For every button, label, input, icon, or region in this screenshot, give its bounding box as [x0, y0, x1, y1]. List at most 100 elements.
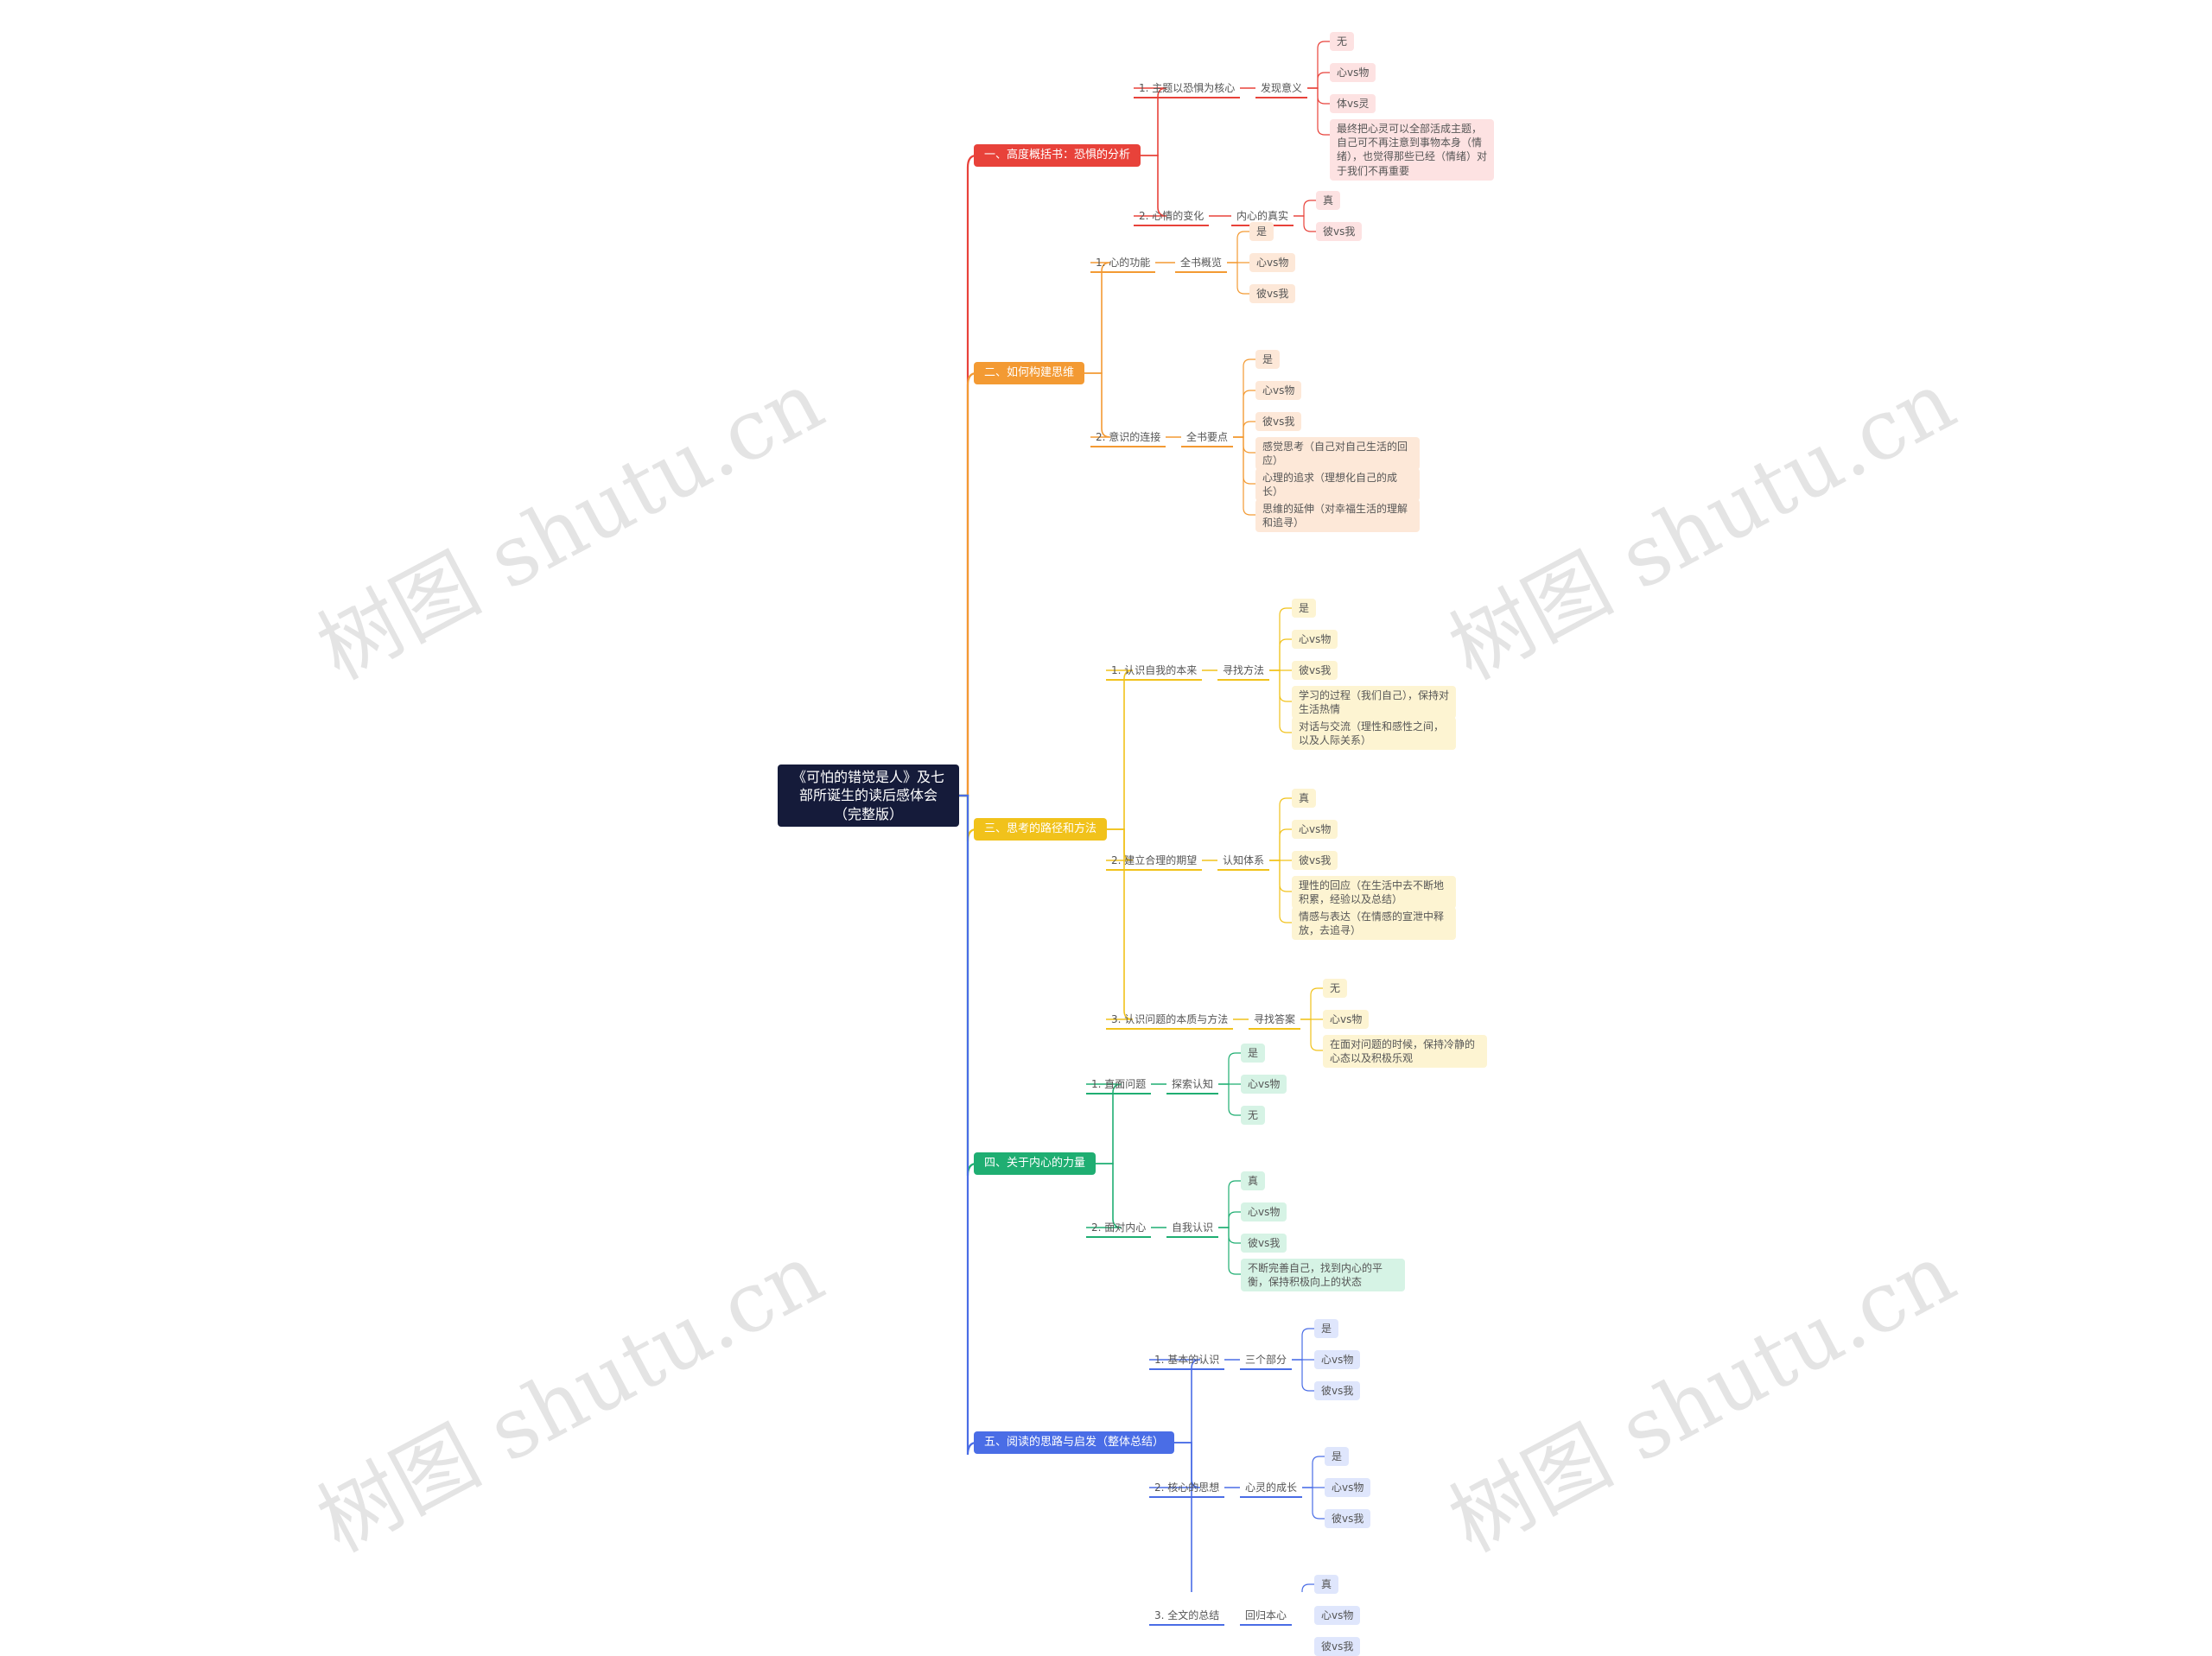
sub-topic[interactable]: 1. 直面问题 [1086, 1075, 1152, 1095]
leaf-topic[interactable]: 是 [1249, 222, 1274, 242]
leaf-topic[interactable]: 对话与交流（理性和感性之间，以及人际关系） [1292, 717, 1456, 751]
sub-topic-label: 1. 基本的认识 [1154, 1354, 1220, 1366]
leaf-topic-label: 心理的追求（理想化自己的成长） [1262, 472, 1398, 498]
leaf-topic[interactable]: 心vs物 [1325, 1478, 1371, 1498]
detail-topic[interactable]: 全书概览 [1175, 254, 1228, 274]
connector-line [959, 371, 977, 797]
detail-topic[interactable]: 回归本心 [1240, 1607, 1293, 1627]
leaf-topic[interactable]: 无 [1330, 32, 1355, 52]
branch-topic[interactable]: 五、阅读的思路与启发（整体总结） [974, 1431, 1175, 1454]
leaf-topic[interactable]: 真 [1292, 789, 1317, 809]
leaf-topic[interactable]: 是 [1314, 1319, 1339, 1339]
leaf-topic[interactable]: 彼vs我 [1316, 222, 1363, 242]
sub-topic[interactable]: 3. 全文的总结 [1149, 1607, 1225, 1627]
leaf-topic[interactable]: 彼vs我 [1314, 1637, 1361, 1656]
leaf-topic-label: 思维的延伸（对幸福生活的理解和追寻） [1262, 503, 1408, 530]
detail-topic[interactable]: 全书要点 [1181, 428, 1234, 448]
connector-line [1294, 200, 1316, 217]
leaf-topic[interactable]: 真 [1316, 191, 1341, 211]
leaf-topic[interactable]: 是 [1325, 1447, 1350, 1467]
leaf-topic[interactable]: 是 [1292, 599, 1317, 619]
detail-topic[interactable]: 探索认知 [1166, 1075, 1219, 1095]
connector-line [1134, 155, 1167, 217]
detail-topic[interactable]: 认知体系 [1217, 852, 1270, 872]
leaf-topic[interactable]: 彼vs我 [1255, 412, 1302, 432]
leaf-topic[interactable]: 最终把心灵可以全部活成主题，自己可不再注意到事物本身（情绪），也觉得那些已经（情… [1330, 119, 1494, 181]
leaf-topic[interactable]: 真 [1241, 1171, 1266, 1191]
leaf-topic-label: 心vs物 [1299, 633, 1332, 645]
leaf-topic[interactable]: 在面对问题的时候，保持冷静的心态以及积极乐观 [1323, 1035, 1487, 1069]
sub-topic[interactable]: 2. 意识的连接 [1090, 428, 1166, 448]
leaf-topic[interactable]: 心vs物 [1314, 1606, 1361, 1626]
connector-line [1086, 1083, 1122, 1164]
detail-topic[interactable]: 寻找方法 [1217, 662, 1270, 682]
leaf-topic[interactable]: 彼vs我 [1314, 1381, 1361, 1401]
leaf-topic[interactable]: 无 [1241, 1106, 1266, 1126]
leaf-topic[interactable]: 真 [1314, 1575, 1339, 1595]
leaf-topic-label: 心vs物 [1321, 1354, 1354, 1366]
leaf-topic[interactable]: 不断完善自己，找到内心的平衡，保持积极向上的状态 [1241, 1259, 1405, 1292]
detail-topic-label: 寻找答案 [1254, 1013, 1296, 1025]
leaf-topic[interactable]: 无 [1323, 979, 1348, 999]
leaf-topic[interactable]: 理性的回应（在生活中去不断地积累，经验以及总结） [1292, 876, 1456, 910]
leaf-topic[interactable]: 体vs灵 [1330, 94, 1376, 114]
sub-topic[interactable]: 1. 基本的认识 [1149, 1351, 1225, 1371]
leaf-topic[interactable]: 心vs物 [1292, 820, 1338, 840]
sub-topic-label: 3. 全文的总结 [1154, 1609, 1220, 1621]
root-topic[interactable]: 《可怕的错觉是人》及七部所诞生的读后感体会（完整版） [778, 765, 959, 827]
detail-topic-label: 认知体系 [1223, 854, 1265, 866]
leaf-topic[interactable]: 彼vs我 [1292, 851, 1338, 871]
leaf-topic[interactable]: 心vs物 [1241, 1202, 1287, 1222]
leaf-topic[interactable]: 心vs物 [1314, 1350, 1361, 1370]
detail-topic[interactable]: 心灵的成长 [1240, 1479, 1303, 1499]
connector-line [1106, 669, 1134, 830]
sub-topic[interactable]: 1. 心的功能 [1090, 254, 1156, 274]
branch-topic[interactable]: 三、思考的路径和方法 [974, 818, 1108, 841]
connector-line [1294, 215, 1316, 232]
connector-line [1084, 262, 1111, 374]
leaf-topic[interactable]: 彼vs我 [1241, 1234, 1287, 1253]
detail-topic[interactable]: 发现意义 [1255, 79, 1308, 99]
leaf-topic[interactable]: 是 [1255, 350, 1281, 370]
leaf-topic[interactable]: 心vs物 [1323, 1010, 1370, 1030]
leaf-topic[interactable]: 心vs物 [1330, 63, 1376, 83]
branch-topic[interactable]: 一、高度概括书：恐惧的分析 [974, 144, 1141, 167]
leaf-topic-label: 心vs物 [1332, 1482, 1364, 1494]
connector-line [1174, 1442, 1192, 1592]
sub-topic-label: 2. 面对内心 [1091, 1221, 1147, 1234]
leaf-topic-label: 心vs物 [1262, 384, 1295, 397]
leaf-topic[interactable]: 彼vs我 [1325, 1509, 1371, 1529]
sub-topic[interactable]: 2. 心情的变化 [1134, 207, 1210, 227]
sub-topic[interactable]: 2. 面对内心 [1086, 1219, 1152, 1239]
leaf-topic-label: 无 [1248, 1109, 1259, 1121]
leaf-topic[interactable]: 感觉思考（自己对自己生活的回应） [1255, 437, 1420, 471]
sub-topic[interactable]: 1. 主题以恐惧为核心 [1134, 79, 1241, 99]
leaf-topic-label: 是 [1256, 225, 1268, 238]
leaf-topic[interactable]: 心vs物 [1249, 253, 1296, 273]
leaf-topic-label: 彼vs我 [1299, 854, 1332, 866]
branch-topic-label: 三、思考的路径和方法 [984, 822, 1097, 836]
leaf-topic[interactable]: 心理的追求（理想化自己的成长） [1255, 468, 1420, 502]
detail-topic[interactable]: 寻找答案 [1249, 1011, 1301, 1031]
detail-topic[interactable]: 自我认识 [1166, 1219, 1219, 1239]
leaf-topic[interactable]: 彼vs我 [1292, 661, 1338, 681]
leaf-topic[interactable]: 心vs物 [1292, 630, 1338, 650]
leaf-topic[interactable]: 情感与表达（在情感的宣泄中释放，去追寻） [1292, 907, 1456, 941]
sub-topic[interactable]: 2. 核心的思想 [1149, 1479, 1225, 1499]
leaf-topic[interactable]: 学习的过程（我们自己），保持对生活热情 [1292, 686, 1456, 720]
leaf-topic[interactable]: 思维的延伸（对幸福生活的理解和追寻） [1255, 499, 1420, 533]
sub-topic[interactable]: 3. 认识问题的本质与方法 [1106, 1011, 1234, 1031]
detail-topic[interactable]: 三个部分 [1240, 1351, 1293, 1371]
leaf-topic[interactable]: 是 [1241, 1044, 1266, 1063]
leaf-topic-label: 理性的回应（在生活中去不断地积累，经验以及总结） [1299, 879, 1445, 906]
sub-topic[interactable]: 2. 建立合理的期望 [1106, 852, 1203, 872]
leaf-topic[interactable]: 心vs物 [1241, 1075, 1287, 1094]
leaf-topic-label: 彼vs我 [1248, 1237, 1281, 1249]
sub-topic[interactable]: 1. 认识自我的本来 [1106, 662, 1203, 682]
branch-topic[interactable]: 二、如何构建思维 [974, 362, 1085, 384]
branch-topic[interactable]: 四、关于内心的力量 [974, 1152, 1096, 1175]
leaf-topic[interactable]: 心vs物 [1255, 381, 1302, 401]
root-topic-label: 《可怕的错觉是人》及七部所诞生的读后感体会（完整版） [791, 768, 944, 822]
leaf-topic-label: 心vs物 [1330, 1013, 1363, 1025]
leaf-topic[interactable]: 彼vs我 [1249, 284, 1296, 304]
